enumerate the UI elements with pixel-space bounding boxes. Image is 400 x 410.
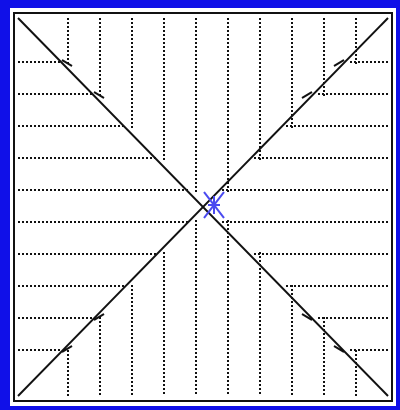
left-horizontal-lines [18, 61, 190, 351]
junction-mark-bl-1 [61, 345, 73, 353]
right-horizontal-lines [222, 61, 388, 351]
junction-mark-bl-2 [93, 313, 105, 321]
figure-panel [10, 8, 396, 406]
diagonal-top-right-to-bottom-left [17, 17, 389, 397]
junction-mark-tl-1 [61, 59, 73, 67]
rectangular-to-octant-diagram [10, 8, 396, 406]
junction-mark-br-2 [301, 313, 313, 321]
top-vertical-lines [67, 18, 357, 194]
junction-mark-tr-1 [333, 59, 345, 67]
junction-mark-tl-2 [93, 91, 105, 99]
cross-icon [203, 191, 225, 219]
diagonal-junction-marks [61, 59, 345, 353]
junction-mark-br-1 [333, 345, 345, 353]
diagram-border [13, 12, 393, 402]
bottom-vertical-lines [67, 220, 357, 396]
junction-mark-tr-2 [301, 91, 313, 99]
